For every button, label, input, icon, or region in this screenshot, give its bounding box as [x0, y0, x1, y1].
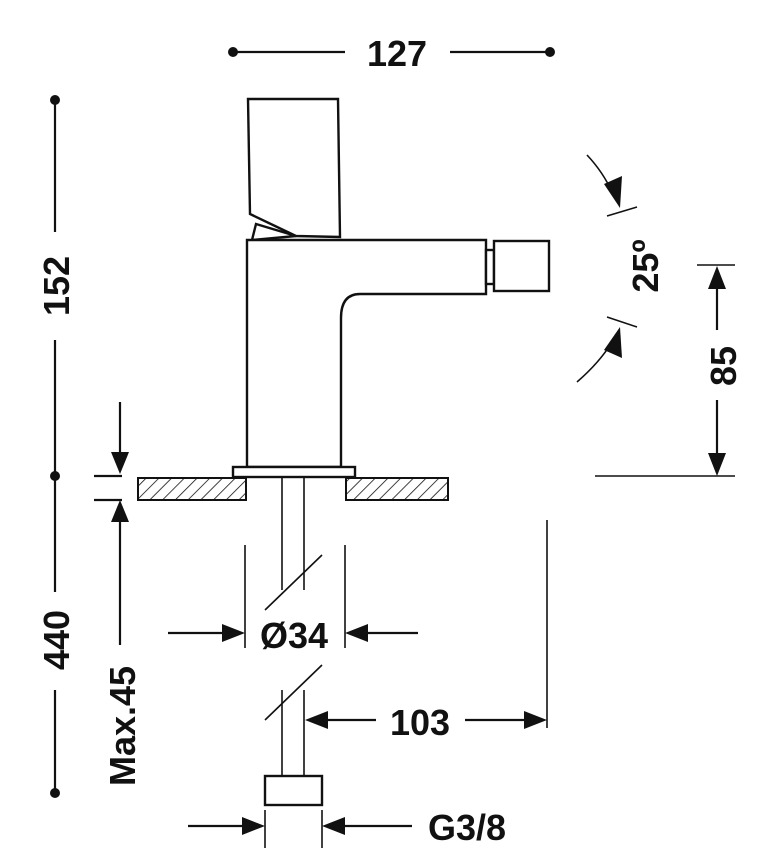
- hole-diameter-dimension: Ø34: [168, 545, 418, 656]
- left-height-dimension: 152 440: [36, 95, 77, 798]
- countertop-section: [137, 477, 449, 501]
- lever-handle: [246, 97, 342, 239]
- width-label: 127: [367, 33, 427, 74]
- width-dimension: 127: [228, 33, 555, 74]
- supply-hose: [263, 478, 324, 807]
- nozzle-head: [492, 239, 551, 293]
- spout-height-dimension: 85: [595, 264, 744, 477]
- swivel-angle-dimension: 25º: [576, 154, 666, 383]
- base-plate: [231, 465, 357, 479]
- supply-length-label: 440: [36, 610, 77, 670]
- spout-height-label: 85: [703, 346, 744, 386]
- total-height-label: 152: [36, 256, 77, 316]
- max-thickness-dimension: Max.45: [94, 402, 143, 786]
- faucet-body: [231, 97, 551, 479]
- projection-dimension: 103: [305, 520, 548, 743]
- hole-diameter-label: Ø34: [260, 615, 328, 656]
- max-thickness-label: Max.45: [102, 666, 143, 786]
- spout: [245, 238, 488, 469]
- hose-fitting: [263, 774, 324, 807]
- thread-label: G3/8: [428, 807, 506, 848]
- thread-dimension: G3/8: [188, 807, 506, 848]
- projection-label: 103: [390, 702, 450, 743]
- nozzle-neck: [484, 248, 496, 286]
- angle-label: 25º: [625, 239, 666, 292]
